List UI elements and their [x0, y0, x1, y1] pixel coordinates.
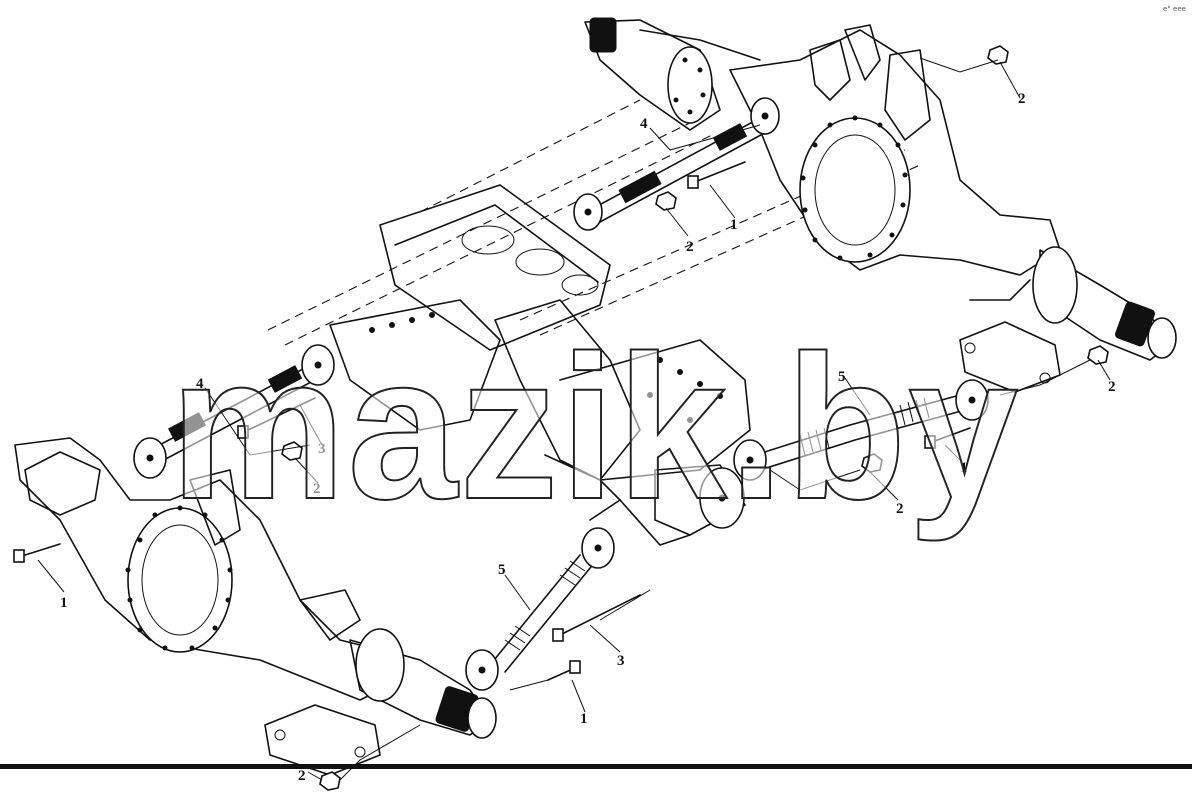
callout-4-top: 4 — [640, 116, 648, 132]
callout-1-left: 1 — [60, 595, 68, 611]
callout-2-top-mid: 2 — [686, 239, 694, 255]
callout-1-right: 1 — [960, 460, 968, 476]
footer-divider — [0, 764, 1192, 769]
callout-5-right: 5 — [838, 369, 846, 385]
watermark: mazik.by — [170, 313, 1020, 542]
bolts — [13, 161, 971, 681]
front-axle — [14, 437, 497, 776]
callout-2-left: 2 — [313, 481, 321, 497]
callout-4-left: 4 — [196, 376, 204, 392]
callouts: 2 4 2 1 4 3 2 1 5 2 1 2 5 3 1 2 — [60, 91, 1116, 784]
leader-lines — [37, 57, 1111, 781]
nuts — [281, 45, 1109, 791]
reaction-rod-left — [133, 344, 335, 479]
callout-1-top-mid: 1 — [730, 217, 738, 233]
callout-2-right-mid: 2 — [1108, 379, 1116, 395]
callout-5-bottom: 5 — [498, 562, 506, 578]
callout-1-bottom: 1 — [580, 711, 588, 727]
v-rod-right — [733, 379, 989, 481]
corner-mark: e° eee — [1163, 5, 1186, 13]
callout-2-right: 2 — [896, 501, 904, 517]
reaction-rod-top — [573, 97, 780, 231]
callout-3-left: 3 — [318, 441, 326, 457]
callout-2-bottom: 2 — [298, 768, 306, 784]
v-rod-bottom — [465, 527, 615, 691]
callout-2-top-right: 2 — [1018, 91, 1026, 107]
callout-3-bottom: 3 — [617, 653, 625, 669]
